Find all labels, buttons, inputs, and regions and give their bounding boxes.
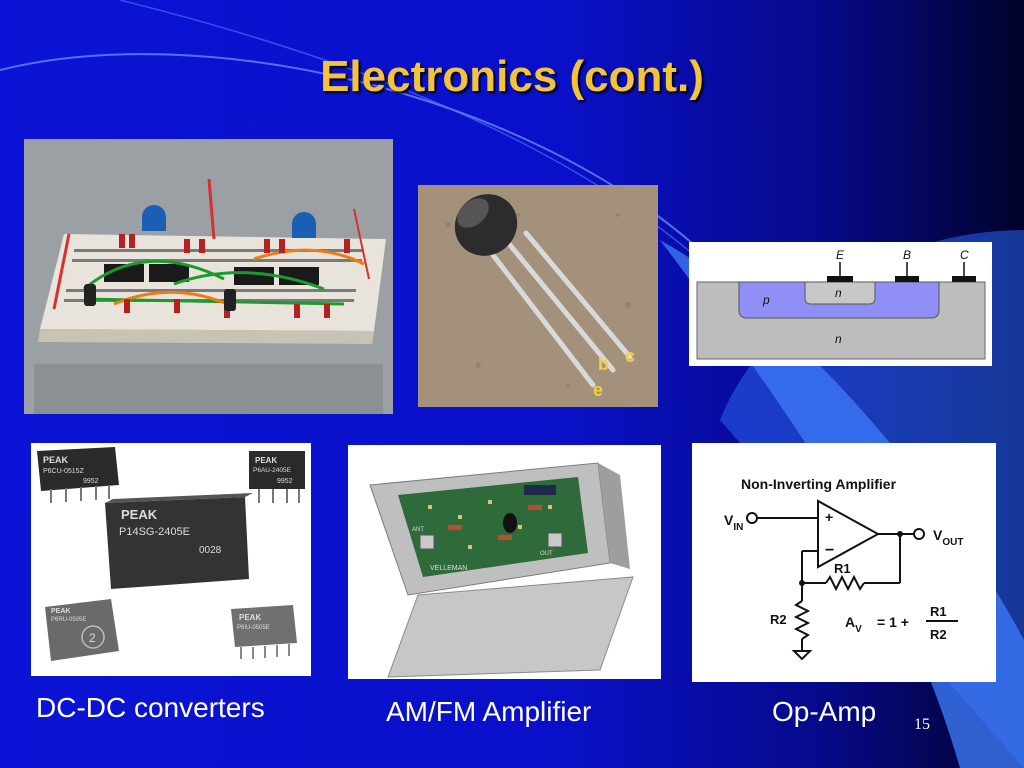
opamp-schematic: Non-Inverting Amplifier + − VIN VOUT R1 … <box>692 443 996 682</box>
svg-text:AV: AV <box>845 614 862 635</box>
slide-title: Electronics (cont.) <box>320 52 704 101</box>
module3-brand: PEAK <box>121 507 158 522</box>
region-label-n-substrate: n <box>835 332 842 346</box>
module4-part: P6RU-0505E <box>51 617 86 623</box>
module5-part: P6IU-0505E <box>237 625 270 631</box>
module2-code: 9952 <box>277 478 293 485</box>
caption-opamp: Op-Amp <box>772 696 877 727</box>
module2-brand: PEAK <box>255 456 277 465</box>
vin-subscript: IN <box>733 522 743 533</box>
dcdc-converters-photo: PEAK P6CU-0515Z 9952 PEAK P6AU-2405E 995… <box>31 443 311 676</box>
fraction-numerator: R1 <box>930 604 947 619</box>
module1-brand: PEAK <box>43 455 69 465</box>
module4-brand: PEAK <box>51 608 70 615</box>
pin-label-e: e <box>593 380 603 400</box>
pin-label-b: b <box>598 354 609 374</box>
region-label-p: p <box>762 293 770 307</box>
r2-label: R2 <box>770 612 787 627</box>
noninverting-sign: + <box>825 509 833 525</box>
module1-code: 9952 <box>83 478 99 485</box>
fraction-denominator: R2 <box>930 627 947 642</box>
module5-brand: PEAK <box>239 613 261 622</box>
board-brand: VELLEMAN <box>430 565 467 572</box>
transistor-photo: b c e <box>418 185 658 407</box>
module3-code: 0028 <box>199 545 222 556</box>
gain-subscript: V <box>855 624 862 635</box>
region-label-n-emitter: n <box>835 286 842 300</box>
terminal-label-b: B <box>903 248 911 262</box>
pin-label-c: c <box>625 346 635 366</box>
bjt-cross-section-diagram: E B C p n n <box>689 242 992 366</box>
r1-label: R1 <box>834 561 851 576</box>
vout-label: V <box>933 527 943 543</box>
inverting-sign: − <box>825 542 834 559</box>
vout-subscript: OUT <box>942 537 963 548</box>
module2-part: P6AU-2405E <box>253 467 292 474</box>
amfm-amplifier-photo: VELLEMAN OUT ANT <box>348 445 661 679</box>
breadboard-photo <box>24 139 393 414</box>
caption-dcdc: DC-DC converters <box>36 692 265 723</box>
slide-number: 15 <box>914 716 930 733</box>
gain-label: A <box>845 614 855 630</box>
board-label-out: OUT <box>540 551 553 557</box>
svg-text:VOUT: VOUT <box>933 527 963 548</box>
gain-formula: = 1 + <box>877 614 909 630</box>
module3-part: P14SG-2405E <box>119 526 190 538</box>
board-label-ant: ANT <box>412 527 424 533</box>
module1-part: P6CU-0515Z <box>43 468 85 475</box>
module4-badge: 2 <box>89 631 96 645</box>
svg-text:VIN: VIN <box>724 512 743 533</box>
caption-amfm: AM/FM Amplifier <box>386 696 592 727</box>
schematic-title: Non-Inverting Amplifier <box>741 476 897 492</box>
terminal-label-e: E <box>836 248 845 262</box>
terminal-label-c: C <box>960 248 969 262</box>
vin-label: V <box>724 512 734 528</box>
